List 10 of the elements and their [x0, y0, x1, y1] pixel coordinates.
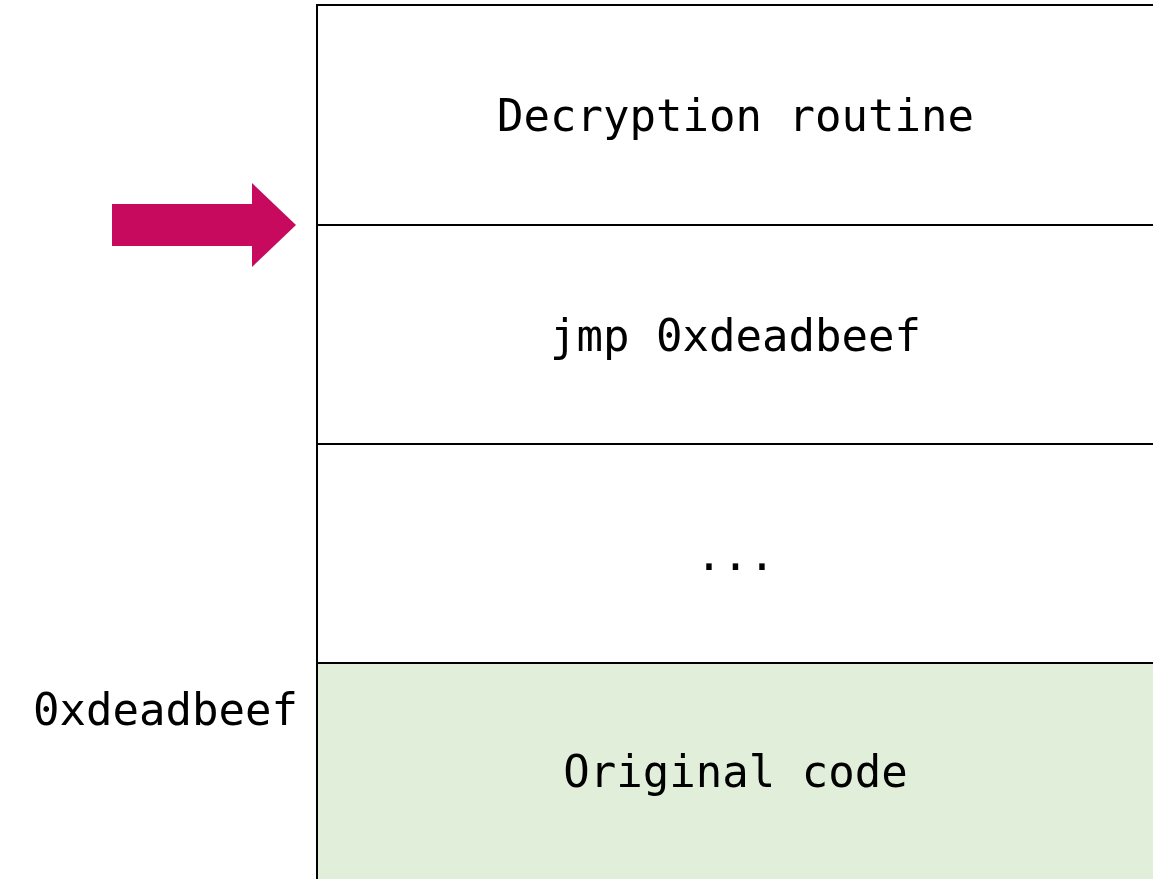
code-block: [316, 443, 1153, 663]
code-block: [316, 4, 1153, 225]
block-label: jmp 0xdeadbeef: [550, 309, 921, 361]
block-label: ...: [695, 528, 776, 580]
code-block: [316, 662, 1153, 879]
block-label: Decryption routine: [497, 90, 974, 141]
address-label: 0xdeadbeef: [33, 684, 298, 735]
code-block: [316, 224, 1153, 444]
block-label: Original code: [563, 746, 908, 797]
arrow: [112, 183, 296, 267]
